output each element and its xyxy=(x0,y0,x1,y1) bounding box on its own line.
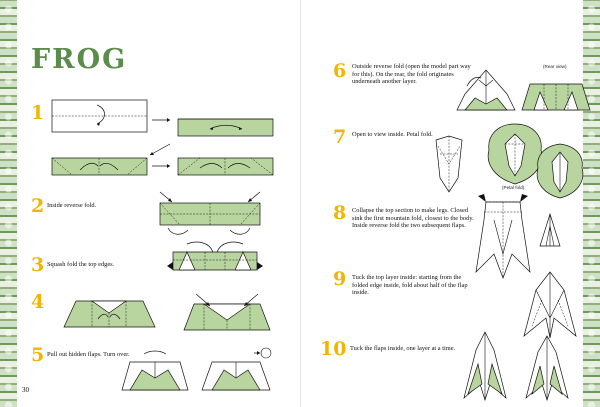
step-4-diagram-b xyxy=(183,293,271,331)
step-10-text: Tuck the flaps inside, one layer at a ti… xyxy=(350,345,456,352)
step-6-diagram-a xyxy=(456,69,516,111)
step-1-number: 1 xyxy=(31,102,45,124)
step-4-paper-a xyxy=(63,300,156,328)
step-5-number: 5 xyxy=(31,344,45,366)
step-9-text: Tuck the top layer inside: starting from… xyxy=(352,274,468,297)
step-9-diagram xyxy=(523,271,577,339)
step-8-text: Collapse the top section to make legs. C… xyxy=(352,207,474,230)
step-5-diagram-b xyxy=(201,361,271,391)
step-6-diagram-b xyxy=(521,83,591,111)
rear-view-label: (Rear view) xyxy=(543,64,567,69)
page-title: FROG xyxy=(31,44,128,75)
step-5-text: Pull out hidden flaps. Turn over. xyxy=(47,351,130,358)
step-10-diagram-b xyxy=(525,335,569,402)
step-7-number: 7 xyxy=(333,126,347,148)
step-1-paper-green-a xyxy=(177,118,274,137)
step-6-text: Outside reverse fold (open the model par… xyxy=(352,63,471,86)
petal-fold-label: (Petal fold) xyxy=(502,185,525,190)
step-9-number: 9 xyxy=(333,268,347,290)
step-5-diagram-a xyxy=(121,350,189,391)
step-3-text: Squash fold the top edges. xyxy=(47,261,115,268)
step-7-diagram-c xyxy=(536,143,584,199)
turn-over-icon xyxy=(254,347,272,359)
step-1-paper-green-b xyxy=(51,157,148,176)
step-3-diagram xyxy=(167,241,263,271)
step-8-diagram-b xyxy=(539,212,561,247)
step-7-diagram-a xyxy=(435,135,463,193)
step-4-diagram-a xyxy=(63,300,156,328)
step-10-number: 10 xyxy=(320,338,347,360)
right-money-border xyxy=(583,0,600,407)
step-7-text: Open to view inside. Petal fold. xyxy=(352,131,433,138)
step-2-number: 2 xyxy=(31,195,45,217)
step-1-paper-green-c xyxy=(177,157,274,176)
step-2-diagram xyxy=(159,191,261,235)
step-3-number: 3 xyxy=(31,254,45,276)
step-1-diagram xyxy=(51,99,274,176)
step-6-number: 6 xyxy=(333,60,347,82)
page-gutter xyxy=(300,0,301,407)
step-7-diagram-b xyxy=(487,123,543,185)
page-number: 30 xyxy=(22,386,29,394)
step-10-diagram-a xyxy=(463,331,507,402)
step-4-number: 4 xyxy=(31,291,45,313)
step-8-diagram-a xyxy=(475,194,531,279)
step-8-number: 8 xyxy=(333,202,347,224)
left-money-border xyxy=(0,0,17,407)
step-2-text: Inside reverse fold. xyxy=(47,202,97,209)
